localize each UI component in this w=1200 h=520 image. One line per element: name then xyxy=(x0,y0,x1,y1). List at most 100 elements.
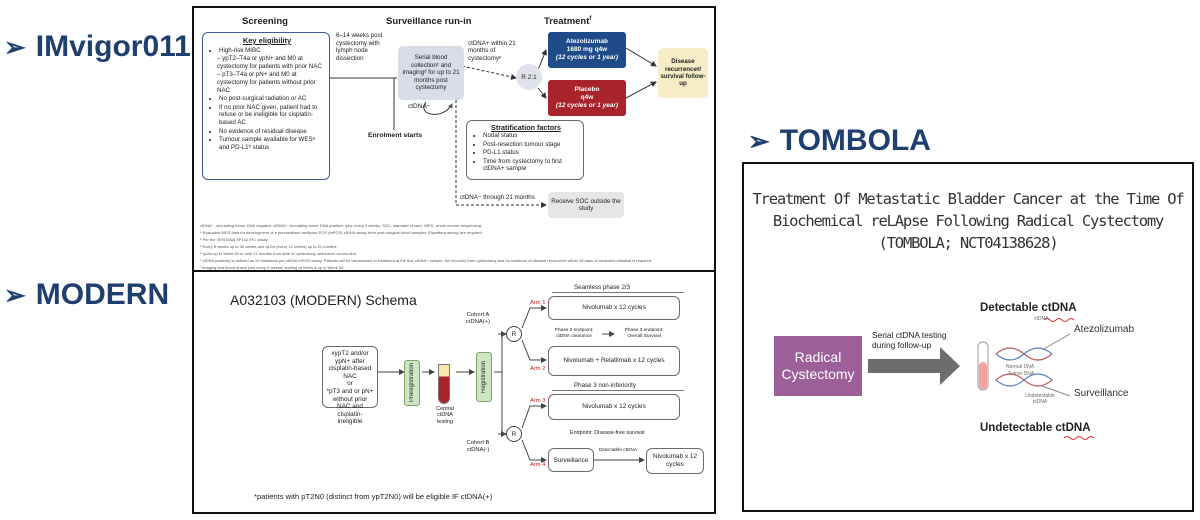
placebo-to-outcome xyxy=(625,81,657,99)
patients-line2: *pT3 and or pN+ without prior NAC and ci… xyxy=(326,387,374,426)
arm4-nivo-box: Nivolumab x 12 cycles xyxy=(646,448,704,474)
placebo-arm: Placebo q4w (12 cycles or 1 year) xyxy=(548,80,626,116)
runin-to-random-line xyxy=(461,65,517,80)
bullet-arrow-icon: ➢ xyxy=(748,125,770,156)
stratification-title: Stratification factors xyxy=(491,123,561,132)
ctdna-through-label: ctDNA− through 21 months xyxy=(460,194,535,201)
small-ctdna-label: ctDNA xyxy=(1034,316,1049,322)
tombola-title-line: (TOMBOLA; NCT04138628) xyxy=(878,234,1059,252)
enrolment-starts: Enrolment starts xyxy=(368,132,423,139)
registration-label: Registration xyxy=(481,360,487,393)
heading-modern: ➢ MODERN xyxy=(4,278,169,312)
undetectable-ctdna-label: Undetectable ctDNA xyxy=(980,422,1091,434)
footnote: ᵇ Per the VENTANA SP142 IHC assay. xyxy=(200,237,269,242)
soc-box: Receive SOC outside the study xyxy=(548,192,624,218)
eligibility-box: Key eligibility High-risk MIBC – ypT2–T4… xyxy=(202,32,330,180)
squiggle-underline xyxy=(1063,436,1095,440)
registration-bar: Registration xyxy=(476,352,492,402)
randomisation-circle: R 2:1 xyxy=(516,64,542,90)
arm4-label: Arm 4 xyxy=(530,462,546,468)
tombola-title-line: Biochemical reLApse Following Radical Cy… xyxy=(772,212,1165,230)
modern-panel: A032103 (MODERN) Schema xypT2 and/or ypN… xyxy=(192,270,716,514)
tombola-graphics xyxy=(868,318,1095,440)
randomization-b: R xyxy=(506,426,522,442)
atezo-name: Atezolizumab xyxy=(566,38,608,45)
atezo-to-outcome xyxy=(625,47,657,67)
noninf-divider xyxy=(552,390,684,391)
tombola-title: Treatment Of Metastatic Bladder Cancer a… xyxy=(744,188,1192,254)
serial-testing-text: Serial ctDNA testing during follow-up xyxy=(872,330,947,350)
footnote: ᶠ Imaging and blood draws (ctw every 6 w… xyxy=(200,265,345,270)
rb-to-arm3 xyxy=(521,403,547,429)
arm2-label: Arm 2 xyxy=(530,366,546,372)
imvigor-connectors xyxy=(330,47,657,208)
bullet-arrow-icon: ➢ xyxy=(4,279,26,310)
atezo-dose: 1680 mg q4w xyxy=(566,46,608,53)
dfs-endpoint: Endpoint: Disease-free survival xyxy=(570,430,645,436)
to-atezo-arrow xyxy=(1041,333,1071,351)
patients-line: xypT2 and/or ypN+ after cisplatin-based … xyxy=(328,350,372,380)
strat-item: Post-resection tumour stage xyxy=(483,141,579,148)
squiggle-underline xyxy=(1043,318,1075,322)
footnote: ctDNA−, circulating tumor DNA negative; … xyxy=(200,223,482,228)
footnote: ᶜ Every 6 weeks up to 36 weeks and q12w … xyxy=(200,244,338,249)
normal-dna-label: Normal DNA xyxy=(1006,364,1035,370)
central-testing: Central ctDNA testing xyxy=(436,406,454,425)
arm3-label: Arm 3 xyxy=(530,398,546,404)
random-to-atezo xyxy=(537,49,547,71)
outcome-box: Disease recurrenceᵍ/ survival follow-up xyxy=(658,48,708,98)
eligibility-title: Key eligibility xyxy=(242,36,292,45)
modern-title: A032103 (MODERN) Schema xyxy=(230,292,417,308)
eligibility-item: No evidence of residual disease xyxy=(219,128,325,136)
preregistration-label: Preregistration xyxy=(409,363,415,403)
or-text: or xyxy=(347,380,353,388)
tumor-dna-label: Tumor DNA xyxy=(1008,371,1035,377)
big-arrow-icon xyxy=(868,347,960,385)
atezolizumab-arm: Atezolizumab 1680 mg q4w (12 cycles or 1… xyxy=(548,32,626,68)
col-runin: Surveillance run-in xyxy=(386,16,472,27)
detectable-label: Detectable ctDNA xyxy=(598,448,638,453)
detectable-ctdna-label: Detectable ctDNA xyxy=(980,302,1077,314)
eligibility-item: – ypT2–T4a or ypN+ and M0 at cystectomy … xyxy=(217,55,322,70)
col-screening: Screening xyxy=(242,16,288,27)
strat-item: Nodal status xyxy=(483,132,579,139)
ctdna-neg-loop xyxy=(423,101,453,115)
placebo-cycles: (12 cycles or 1 year) xyxy=(555,102,619,109)
footnote: ᵃ Evaluable WES data for development of … xyxy=(200,230,483,235)
serial-collection-box: Serial blood collectionᶜ and imagingᵈ fo… xyxy=(398,46,464,100)
eligibility-item: No post-surgical radiation or AC xyxy=(219,95,325,103)
random-to-placebo xyxy=(537,87,547,99)
modern-connectors xyxy=(378,305,645,463)
surveillance-label: Surveillance xyxy=(1074,388,1129,399)
arm4-surveillance-box: Surveillance xyxy=(548,448,594,472)
eligibility-item: Tumour sample available for WESᵃ and PD-… xyxy=(219,136,325,151)
seamless-divider xyxy=(552,292,684,293)
heading-modern-label: MODERN xyxy=(35,278,170,311)
arm1-box: Nivolumab x 12 cycles xyxy=(548,296,680,320)
test-tube-icon xyxy=(977,341,989,391)
arm2-box: Nivolumab + Relatlimab x 12 cycles xyxy=(548,346,680,376)
eligibility-item: High-risk MIBC xyxy=(219,47,325,55)
modern-footnote: *patients with pT2N0 (distinct from ypT2… xyxy=(254,492,493,501)
arm3-box: Nivolumab x 12 cycles xyxy=(548,394,680,420)
heading-tombola: ➢ TOMBOLA xyxy=(748,124,931,158)
cohort-b-label: Cohort B ctDNA(-) xyxy=(466,440,490,453)
heading-imvigor: ➢ IMvigor011 xyxy=(4,30,191,64)
footnote: ᵈ q12w up to Week 54 or until 21 months … xyxy=(200,251,357,256)
eligibility-list: High-risk MIBC – ypT2–T4a or ypN+ and M0… xyxy=(209,47,325,152)
rb-to-arm4 xyxy=(521,439,547,463)
ctdna-neg-label: ctDNA− xyxy=(408,103,431,110)
blood-tube-icon xyxy=(438,364,450,404)
tombola-title-line: Treatment Of Metastatic Bladder Cancer a… xyxy=(752,190,1185,208)
randomization-a: R xyxy=(506,326,522,342)
eligibility-item: – pT3–T4a or pN+ and M0 at cystectomy fo… xyxy=(217,71,316,94)
bullet-arrow-icon: ➢ xyxy=(4,31,26,62)
strat-item: PD-L1 status xyxy=(483,149,579,156)
eligibility-item: If no prior NAC given, patient had to re… xyxy=(219,104,325,127)
seamless-label: Seamless phase 2/3 xyxy=(574,284,631,291)
patients-box: xypT2 and/or ypN+ after cisplatin-based … xyxy=(322,346,378,425)
stratification-list: Nodal status Post-resection tumour stage… xyxy=(473,132,579,172)
placebo-name: Placebo xyxy=(574,86,600,93)
preregistration-bar: Preregistration xyxy=(404,360,420,406)
to-surveillance-arrow xyxy=(1041,385,1071,397)
